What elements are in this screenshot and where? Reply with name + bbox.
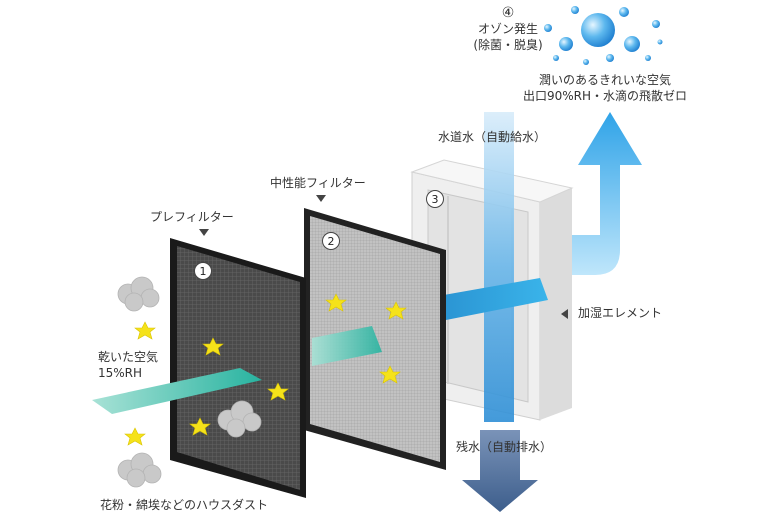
pointer-triangle [561, 309, 568, 319]
outlet-arrow [540, 112, 642, 275]
ozone-title: オゾン発生 [477, 22, 538, 36]
dry-air-label-1: 乾いた空気 [98, 350, 159, 364]
airflow-sheet-humidified [438, 278, 548, 320]
water-in-label: 水道水（自動給水） [438, 130, 547, 144]
spark-icon [124, 427, 146, 446]
spark-icon [134, 321, 156, 340]
spark-icon [267, 382, 289, 401]
spark-icon [379, 365, 401, 384]
spark-icon [189, 417, 211, 436]
airflow-sheet-mid [312, 326, 382, 366]
marker-3: 3 [426, 190, 444, 208]
dust-label: 花粉・綿埃などのハウスダスト [100, 498, 269, 512]
ozone-number: ④ [501, 5, 515, 21]
dust-cloud [117, 276, 160, 312]
airflow-sheet-in [92, 368, 262, 414]
humidifier-label: 加湿エレメント [578, 306, 663, 320]
pointer-triangle [199, 229, 209, 236]
pre-filter-label: プレフィルター [150, 210, 234, 224]
outlet-label-1: 潤いのあるきれいな空気 [538, 73, 671, 87]
pointer-triangle [316, 195, 326, 202]
drain-arrow [462, 430, 538, 512]
pre-filter [170, 238, 306, 498]
spark-icon [385, 301, 407, 320]
dust-cloud [117, 452, 162, 488]
spark-icon [202, 337, 224, 356]
ozone-subtitle: (除菌・脱臭) [473, 38, 543, 52]
outlet-label-2: 出口90%RH・水滴の飛散ゼロ [522, 89, 688, 103]
dust-cloud [217, 400, 262, 438]
drain-label: 残水（自動排水） [456, 440, 553, 454]
marker-1: 1 [194, 262, 212, 280]
medium-filter-label: 中性能フィルター [270, 176, 366, 190]
spark-icon [325, 293, 347, 312]
dry-air-label-2: 15%RH [98, 366, 143, 380]
ozone-bubbles [544, 6, 663, 65]
water-column [484, 112, 514, 422]
marker-2: 2 [322, 232, 340, 250]
